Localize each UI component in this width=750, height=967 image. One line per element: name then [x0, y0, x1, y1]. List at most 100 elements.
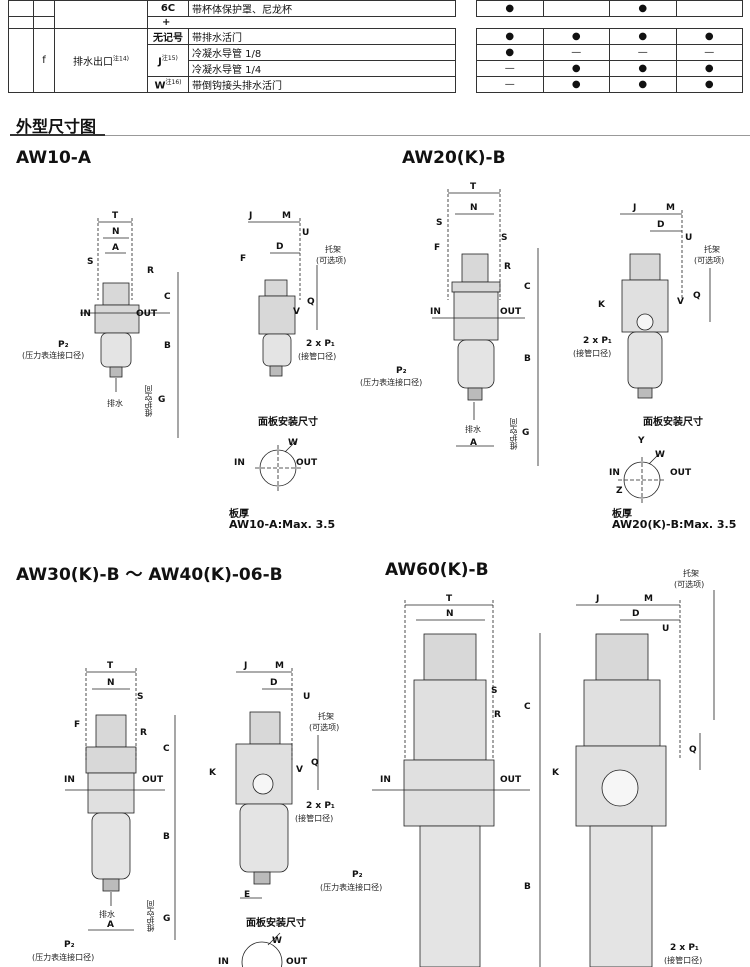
dim-label: Z — [616, 486, 623, 496]
dim-label: B — [524, 882, 531, 892]
dim-label: R — [504, 262, 511, 272]
dim-label: D — [276, 242, 284, 252]
port-out-label: OUT — [670, 468, 692, 478]
dim-label: A — [470, 438, 477, 448]
dim-label: U — [302, 228, 310, 238]
dim-label: K — [552, 768, 559, 778]
aw20-front-drawing — [432, 189, 539, 466]
dim-label: E — [244, 890, 251, 900]
port-in-label: IN — [64, 775, 75, 785]
dim-label: Q — [311, 758, 319, 768]
dim-label: G — [163, 914, 171, 924]
aw30-side-drawing — [235, 668, 319, 899]
row-code: 6C — [147, 0, 189, 17]
row-desc: 带倒钩接头排水活门 — [188, 76, 456, 93]
aw30-front-drawing — [65, 668, 176, 940]
dim-label: N — [470, 203, 478, 213]
dim-label: K — [209, 768, 216, 778]
dim-label: T — [470, 182, 477, 192]
dim-label: J — [633, 203, 637, 213]
pipe-port-label: 2 x P₁ — [670, 943, 699, 953]
panel-caption: 面板安装尺寸 — [643, 417, 703, 428]
bracket-note: (可选项) — [674, 580, 705, 589]
dim-label: T — [107, 661, 114, 671]
bracket-note: (可选项) — [316, 256, 347, 265]
maintenance-space-label: 维护空间 — [509, 418, 518, 450]
aw10-side-drawing — [248, 218, 318, 377]
pipe-port-note: (接管口径) — [298, 352, 337, 361]
aw20-side-drawing — [620, 210, 711, 399]
port-in-label: IN — [430, 307, 441, 317]
dim-label: B — [524, 354, 531, 364]
options-table: 6C 带杯体保护罩、尼龙杯 ● ● + f 排水出口注14) 无记号 带排水活门… — [8, 0, 743, 93]
panel-caption: 面板安装尺寸 — [258, 417, 318, 428]
section-divider — [10, 135, 750, 136]
plate-thickness-value: AW20(K)-B:Max. 3.5 — [612, 518, 737, 531]
dim-label: W — [288, 438, 298, 448]
bracket-note: (可选项) — [694, 256, 725, 265]
model-title-aw10: AW10-A — [16, 148, 92, 168]
dim-label: W — [655, 450, 665, 460]
section-title: 外型尺寸图 — [16, 117, 97, 136]
dim-label: S — [87, 257, 94, 267]
dim-label: W — [272, 936, 282, 946]
dim-label: C — [163, 744, 170, 754]
port-out-label: OUT — [500, 775, 522, 785]
dim-label: S — [137, 692, 144, 702]
drain-label: 排水 — [99, 910, 115, 919]
maintenance-space-label: 维护空间 — [146, 900, 155, 932]
dim-label: A — [107, 920, 114, 930]
gauge-port-note: (压力表连接口径) — [22, 351, 85, 360]
model-title-aw20: AW20(K)-B — [402, 148, 506, 168]
pipe-port-label: 2 x P₁ — [306, 339, 335, 349]
mark-cell — [675, 0, 743, 17]
aw60-side-drawing — [575, 590, 715, 967]
dim-label: C — [524, 702, 531, 712]
dim-label: B — [164, 341, 171, 351]
dim-label: T — [112, 211, 119, 221]
dim-label: D — [632, 609, 640, 619]
model-title-aw60: AW60(K)-B — [385, 560, 489, 580]
bracket-label: 托架 — [683, 569, 699, 578]
dim-label: Q — [307, 297, 315, 307]
group-letter: f — [33, 28, 55, 93]
dim-label: N — [446, 609, 454, 619]
plate-thickness-label: 板厚 — [612, 509, 632, 520]
dim-label: R — [494, 710, 501, 720]
gauge-port-note: (压力表连接口径) — [32, 953, 95, 962]
pipe-port-label: 2 x P₁ — [306, 801, 335, 811]
dim-label: F — [434, 243, 441, 253]
dim-label: S — [491, 686, 498, 696]
bracket-note: (可选项) — [309, 723, 340, 732]
drain-label: 排水 — [465, 425, 481, 434]
gauge-port-label: P₂ — [58, 340, 69, 350]
dim-label: J — [244, 661, 248, 671]
dim-label: D — [657, 220, 665, 230]
port-in-label: IN — [218, 957, 229, 967]
port-out-label: OUT — [286, 957, 308, 967]
port-out-label: OUT — [142, 775, 164, 785]
pipe-port-note: (接管口径) — [573, 349, 612, 358]
dim-label: V — [296, 765, 303, 775]
dim-label: M — [282, 211, 291, 221]
dim-label: N — [112, 227, 120, 237]
dim-label: Q — [693, 291, 701, 301]
dim-label: G — [158, 395, 166, 405]
dim-label: M — [275, 661, 284, 671]
dim-label: C — [164, 292, 171, 302]
gauge-port-label: P₂ — [352, 870, 363, 880]
panel-caption: 面板安装尺寸 — [246, 918, 306, 929]
dim-label: C — [524, 282, 531, 292]
port-in-label: IN — [609, 468, 620, 478]
dim-label: Y — [638, 436, 645, 446]
row-code: J注15) — [147, 44, 189, 77]
bracket-label: 托架 — [325, 245, 341, 254]
aw10-front-drawing — [80, 218, 179, 438]
dim-label: U — [685, 233, 693, 243]
pipe-port-note: (接管口径) — [664, 956, 703, 965]
dim-label: F — [240, 254, 247, 264]
dim-label: D — [270, 678, 278, 688]
dim-label: J — [596, 594, 600, 604]
aw30-panel-drawing — [241, 932, 283, 967]
dim-label: M — [666, 203, 675, 213]
